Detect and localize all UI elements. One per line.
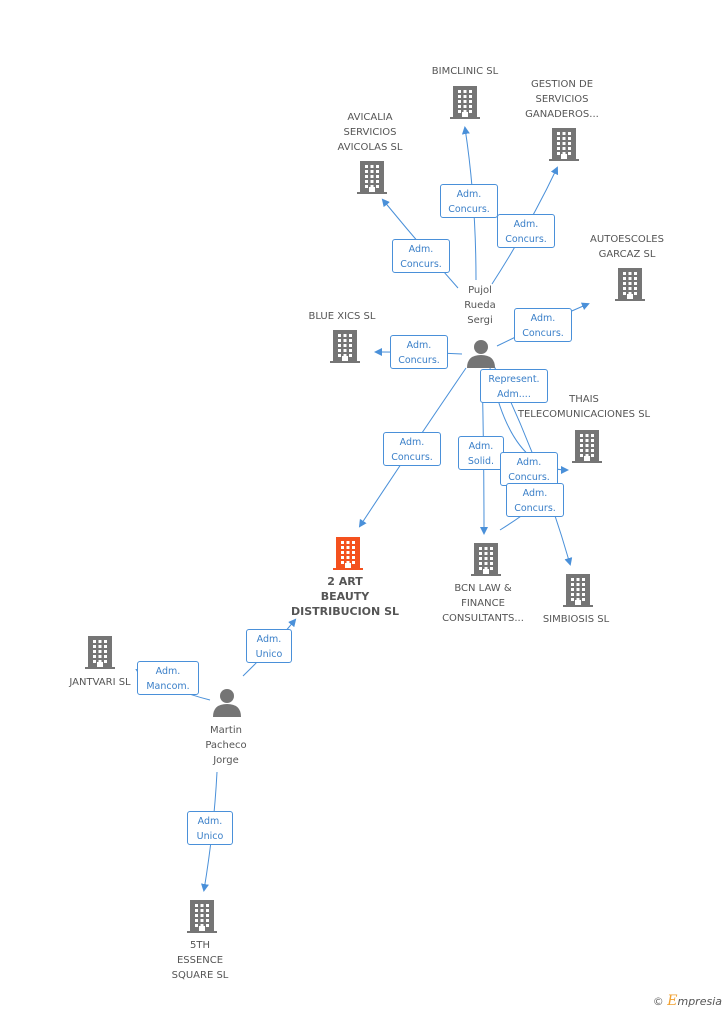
label-line: FINANCE (461, 598, 505, 609)
label-line: SERVICIOS (343, 127, 397, 138)
edge-box-thais[interactable]: Adm. Concurs. (500, 452, 558, 486)
edge-box-essence[interactable]: Adm. Unico (187, 811, 233, 845)
label-line: 2 ART (327, 575, 363, 588)
label-line: Concurs. (400, 259, 442, 270)
label-line: Adm. (513, 219, 539, 230)
edge-box-represent[interactable]: Represent. Adm.... (480, 369, 548, 403)
label-line: Adm. (468, 441, 494, 452)
label-line: Concurs. (448, 204, 490, 215)
edge-box-artbeauty[interactable]: Adm. Concurs. (383, 432, 441, 466)
edge-box-avicalia[interactable]: Adm. Concurs. (392, 239, 450, 273)
label-line: Adm. (155, 666, 181, 677)
label-line: SERVICIOS (535, 94, 589, 105)
node-label-artbeauty[interactable]: 2 ART BEAUTY DISTRIBUCION SL (280, 574, 410, 619)
label-line: Jorge (213, 755, 239, 766)
node-label-bimclinic[interactable]: BIMCLINIC SL (405, 64, 525, 79)
label-line: THAIS (569, 394, 599, 405)
label-line: Unico (196, 831, 224, 842)
label-line: Rueda (464, 300, 496, 311)
icons (85, 86, 645, 933)
label-line: ESSENCE (176, 955, 224, 966)
label-line: Adm. (408, 244, 434, 255)
node-label-simbiosis[interactable]: SIMBIOSIS SL (516, 612, 636, 627)
label-line: Concurs. (398, 355, 440, 366)
label-line: AUTOESCOLES (590, 234, 664, 245)
label-line: TELECOMUNICACIONES SL (517, 409, 651, 420)
brand-logo-letter: E (667, 993, 678, 1009)
label-line: AVICALIA (347, 112, 393, 123)
node-label-essence[interactable]: 5TH ESSENCE SQUARE SL (140, 938, 260, 983)
label-line: SQUARE SL (171, 970, 229, 981)
building-icon[interactable] (357, 161, 387, 194)
edge-box-autoescoles[interactable]: Adm. Concurs. (514, 308, 572, 342)
label-line: Adm. (399, 437, 425, 448)
label-line: GANADEROS... (525, 109, 599, 120)
label-line: GESTION DE (530, 79, 594, 90)
label-line: Adm. (256, 634, 282, 645)
edge-box-bluexics[interactable]: Adm. Concurs. (390, 335, 448, 369)
building-icon[interactable] (549, 128, 579, 161)
label-line: CONSULTANTS... (442, 613, 524, 624)
building-icon[interactable] (333, 537, 363, 570)
label-line: Martin (210, 725, 242, 736)
building-icon[interactable] (187, 900, 217, 933)
building-icon[interactable] (471, 543, 501, 576)
label-line: Pacheco (205, 740, 247, 751)
node-label-avicalia[interactable]: AVICALIA SERVICIOS AVICOLAS SL (310, 110, 430, 155)
node-label-gestion[interactable]: GESTION DE SERVICIOS GANADEROS... (502, 77, 622, 122)
person-icon[interactable] (467, 340, 495, 368)
brand-logo-text: mpresia (677, 995, 722, 1008)
label-line: Mancom. (146, 681, 190, 692)
label-line: Adm. (197, 816, 223, 827)
label-line: Solid. (467, 456, 495, 467)
label-line: Adm. (522, 488, 548, 499)
label-line: 5TH (190, 940, 210, 951)
label-line: Concurs. (391, 452, 433, 463)
edge-box-solid[interactable]: Adm. Solid. (458, 436, 504, 470)
edge-box-gestion[interactable]: Adm. Concurs. (497, 214, 555, 248)
edge-box-martin-art[interactable]: Adm. Unico (246, 629, 292, 663)
label-line: Represent. (488, 374, 540, 385)
node-label-thais[interactable]: THAIS TELECOMUNICACIONES SL (513, 392, 655, 422)
label-line: Concurs. (514, 503, 556, 514)
building-icon[interactable] (85, 636, 115, 669)
building-icon[interactable] (450, 86, 480, 119)
edge-box-bimclinic[interactable]: Adm. Concurs. (440, 184, 498, 218)
label-line: JANTVARI SL (69, 677, 131, 688)
label-line: BEAUTY (320, 590, 370, 603)
label-line: SIMBIOSIS SL (542, 614, 610, 625)
edge-box-jantvari[interactable]: Adm. Mancom. (137, 661, 199, 695)
label-line: DISTRIBUCION SL (290, 605, 399, 618)
copyright-symbol: © (652, 995, 664, 1008)
building-icon[interactable] (572, 430, 602, 463)
label-line: Pujol (468, 285, 492, 296)
building-icon[interactable] (615, 268, 645, 301)
label-line: GARCAZ SL (598, 249, 656, 260)
label-line: Adm. (516, 457, 542, 468)
label-line: Sergi (467, 315, 493, 326)
node-label-jantvari[interactable]: JANTVARI SL (40, 675, 160, 690)
node-label-bcnlaw[interactable]: BCN LAW & FINANCE CONSULTANTS... (423, 581, 543, 626)
label-line: AVICOLAS SL (337, 142, 403, 153)
label-line: BIMCLINIC SL (431, 66, 499, 77)
node-label-autoescoles[interactable]: AUTOESCOLES GARCAZ SL (567, 232, 687, 262)
label-line: Unico (255, 649, 283, 660)
label-line: Adm.... (497, 389, 531, 400)
label-line: Adm. (406, 340, 432, 351)
label-line: Concurs. (522, 328, 564, 339)
edge-box-simbiosis[interactable]: Adm. Concurs. (506, 483, 564, 517)
building-icon[interactable] (330, 330, 360, 363)
label-line: BLUE XICS SL (308, 311, 376, 322)
credit: © Empresia (653, 993, 722, 1009)
label-line: BCN LAW & (454, 583, 512, 594)
label-line: Concurs. (508, 472, 550, 483)
label-line: Adm. (456, 189, 482, 200)
building-icon[interactable] (563, 574, 593, 607)
label-line: Adm. (530, 313, 556, 324)
person-icon[interactable] (213, 689, 241, 717)
node-label-bluexics[interactable]: BLUE XICS SL (282, 309, 402, 324)
label-line: Concurs. (505, 234, 547, 245)
